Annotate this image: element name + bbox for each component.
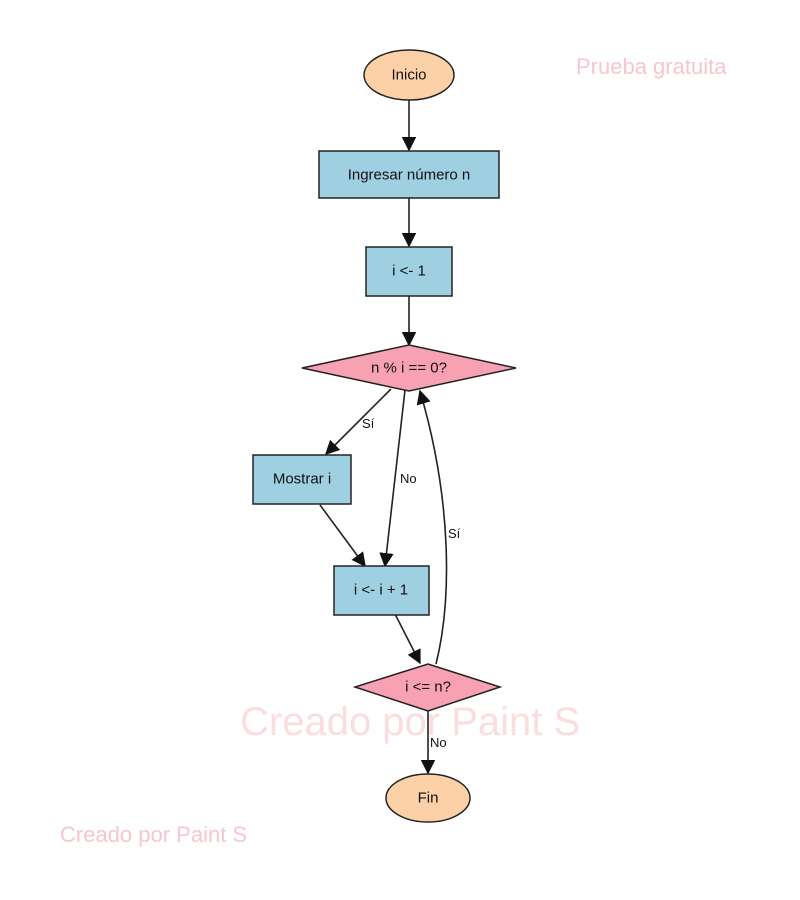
edge-label-limit-no: No [430, 735, 447, 750]
node-start: Inicio [363, 49, 455, 101]
node-end: Fin [385, 773, 471, 823]
edge-decision-yes [324, 388, 392, 456]
edge-label-divisor-yes: Sí [362, 416, 375, 431]
node-input-label: Ingresar número n [348, 167, 471, 184]
watermark-created-by: Creado por Paint S [60, 822, 248, 847]
node-end-label: Fin [418, 790, 439, 807]
node-check-divisor-label: n % i == 0? [371, 360, 447, 377]
edge-label-loop-yes: Sí [448, 526, 461, 541]
edge-loop-yes [416, 389, 448, 665]
node-input: Ingresar número n [318, 150, 500, 199]
node-show-label: Mostrar i [273, 471, 331, 488]
edge-increment-to-limit [394, 613, 421, 665]
watermark-center: Creado por Paint S [240, 700, 581, 744]
node-start-label: Inicio [391, 67, 426, 84]
node-increment-label: i <- i + 1 [354, 582, 408, 599]
node-init-label: i <- 1 [392, 263, 426, 280]
node-check-divisor: n % i == 0? [301, 344, 517, 392]
node-show: Mostrar i [252, 454, 352, 505]
edge-label-divisor-no: No [400, 471, 417, 486]
node-increment: i <- i + 1 [333, 565, 430, 616]
watermark-trial: Prueba gratuita [576, 54, 727, 79]
edge-show-to-increment [319, 504, 366, 568]
node-init: i <- 1 [365, 246, 453, 297]
edge-decision-no [379, 389, 406, 568]
node-check-limit-label: i <= n? [405, 679, 451, 696]
node-check-limit: i <= n? [352, 663, 503, 712]
